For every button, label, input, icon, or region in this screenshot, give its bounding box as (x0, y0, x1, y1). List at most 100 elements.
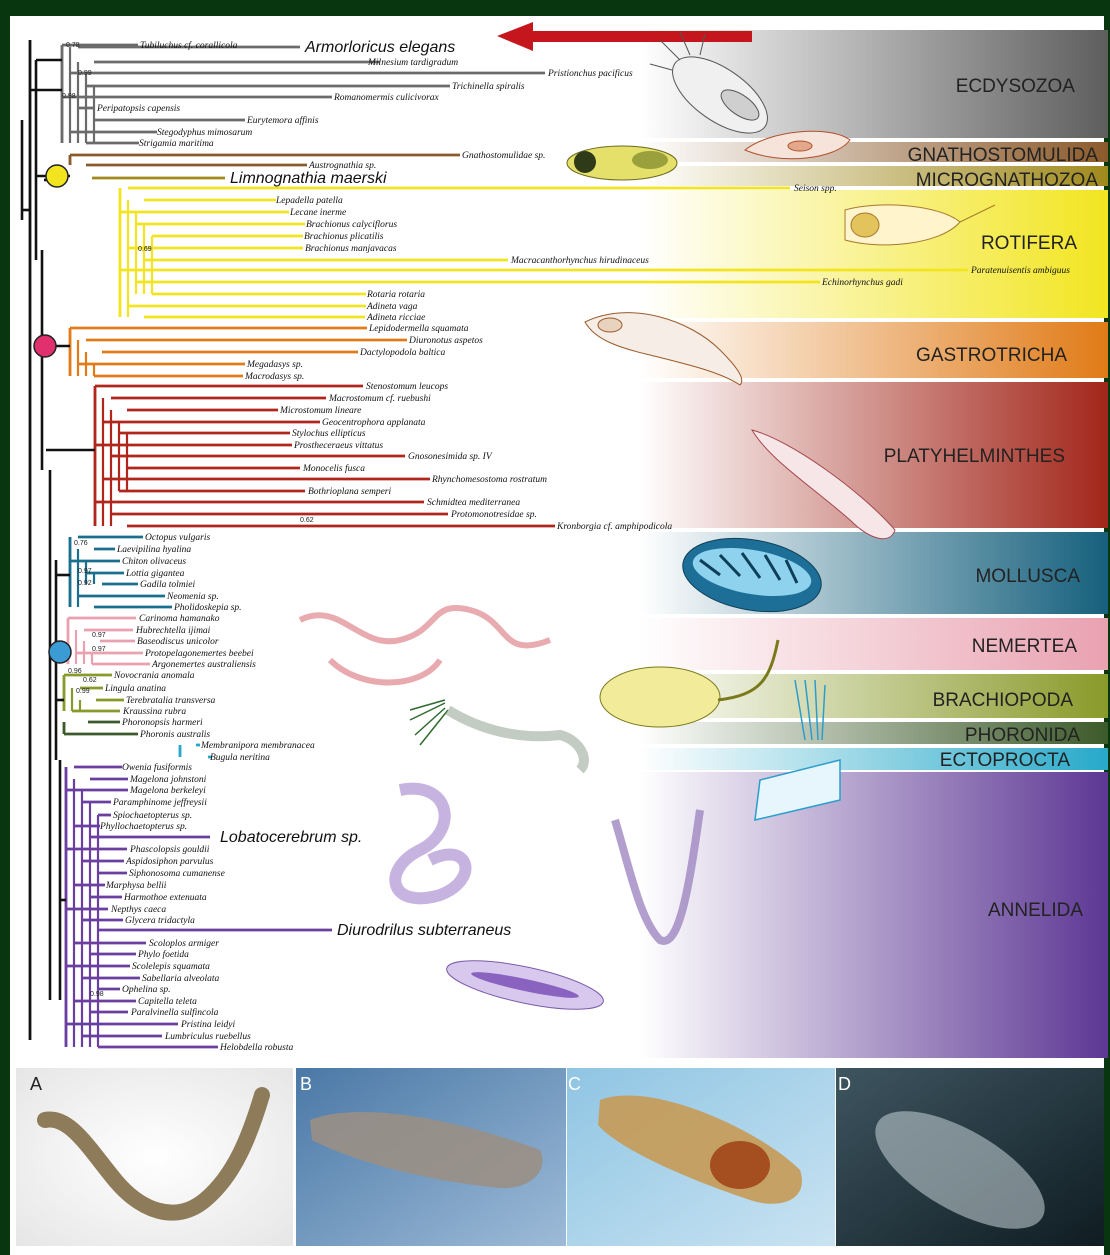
taxon-label: Romanomermis culicivorax (333, 93, 440, 103)
taxon-label: Seison spp. (794, 184, 837, 194)
taxon-label: Milnesium tardigradum (367, 58, 458, 68)
taxon-label: Gnosonesimida sp. IV (408, 452, 493, 462)
taxon-label: Phoronopsis harmeri (121, 718, 203, 728)
taxon-label: Phoronis australis (139, 730, 210, 740)
taxon-label: Monocelis fusca (302, 463, 365, 474)
taxon-label: Rotaria rotaria (366, 290, 425, 300)
taxon-label: Membranipora membranacea (200, 741, 315, 751)
taxon-label: Strigamia maritima (139, 139, 214, 149)
clade-label-ectoprocta: ECTOPROCTA (940, 750, 1071, 771)
taxon-label: Harmothoe extenuata (123, 893, 207, 903)
taxon-label: Pholidoskepia sp. (173, 603, 242, 613)
support-value: 0.97 (92, 646, 106, 653)
taxon-label: Trichinella spiralis (452, 82, 525, 92)
taxon-label: Phyllochaetopterus sp. (99, 822, 187, 832)
support-value: 0.99 (76, 688, 90, 695)
taxon-label: Scoloplos armiger (149, 939, 219, 949)
taxon-label: Bothrioplana semperi (308, 487, 391, 497)
taxon-label: Echinorhynchus gadi (821, 278, 903, 288)
taxon-label: Octopus vulgaris (145, 533, 210, 543)
taxon-label: Owenia fusiformis (122, 762, 192, 773)
taxon-label: Baseodiscus unicolor (137, 637, 219, 647)
diurodrilus-illustration (443, 951, 607, 1019)
taxon-label: Magelona johnstoni (129, 775, 207, 785)
taxon-label: Dactylopodola baltica (359, 348, 445, 358)
taxon-label: Kronborgia cf. amphipodicola (556, 521, 672, 532)
taxon-label: Brachionus calyciflorus (306, 219, 397, 230)
taxon-label: Brachionus manjavacas (305, 244, 397, 254)
taxon-label: Megadasys sp. (246, 360, 303, 370)
taxon-label: Glycera tridactyla (125, 916, 195, 926)
support-value: 0.98 (62, 93, 76, 100)
photo-c-gut (710, 1141, 770, 1189)
support-value: 0.97 (92, 632, 106, 639)
clade-label-gastrotricha: GASTROTRICHA (916, 345, 1067, 366)
taxon-label: Adineta ricciae (366, 313, 425, 323)
taxon-label: Helobdella robusta (219, 1043, 294, 1053)
taxon-label: Lottia gigantea (125, 569, 185, 579)
support-value: 0.98 (90, 991, 104, 998)
taxon-label: Schmidtea mediterranea (427, 498, 520, 508)
photo-panel-a (16, 1068, 293, 1246)
taxon-label: Hubrechtella ijimai (135, 626, 211, 636)
taxon-label: Gnathostomulidae sp. (462, 151, 545, 161)
taxon-label: Lingula anatina (104, 684, 166, 694)
taxon-label: Macrodasys sp. (244, 372, 304, 382)
clade-label-nemertea: NEMERTEA (972, 636, 1078, 657)
lobatocerebrum-illustration (395, 789, 465, 899)
taxon-label: Marphysa bellii (105, 881, 167, 891)
taxon-label: Argonemertes australiensis (151, 660, 256, 670)
taxon-label: Stylochus ellipticus (292, 429, 366, 439)
taxon-label: Novocrania anomala (113, 671, 195, 681)
nemertean-illustration (300, 608, 550, 683)
clade-label-phoronida: PHORONIDA (965, 725, 1080, 746)
clade-label-annelida: ANNELIDA (988, 900, 1083, 921)
node-markers (34, 165, 71, 663)
taxon-label: Tubiluchus cf. corallicola (140, 40, 238, 51)
taxon-label: Diuronotus aspetos (408, 336, 483, 346)
taxon-label: Limnognathia maerski (230, 170, 387, 187)
taxon-label: Brachionus plicatilis (304, 232, 384, 242)
support-value: 0.78 (66, 42, 80, 49)
clade-label-mollusca: MOLLUSCA (975, 566, 1080, 587)
support-value: 0.96 (68, 668, 82, 675)
support-value: 0.69 (138, 246, 152, 253)
taxon-label: Lepadella patella (275, 196, 343, 206)
taxon-label: Macracanthorhynchus hirudinaceus (510, 256, 649, 266)
taxon-label: Stenostomum leucops (366, 382, 448, 392)
photo-label-a: A (30, 1074, 42, 1094)
taxon-label: Paratenuisentis ambiguus (970, 266, 1070, 276)
taxon-label: Paramphinome jeffreysii (112, 797, 207, 808)
taxon-label: Ophelina sp. (122, 985, 171, 995)
clade-label-brachiopoda: BRACHIOPODA (933, 690, 1074, 711)
photo-label-d: D (838, 1074, 851, 1094)
taxon-label: Terebratalia transversa (126, 696, 216, 706)
taxon-label: Prostheceraeus vittatus (293, 441, 383, 451)
taxon-label: Kraussina rubra (122, 707, 186, 717)
taxon-label: Capitella teleta (138, 997, 197, 1007)
taxon-label: Scolelepis squamata (132, 962, 210, 972)
node-marker-l (49, 641, 71, 663)
taxon-label: Protomonotresidae sp. (450, 510, 537, 520)
gnathostomulid-illustration (567, 146, 677, 180)
taxon-label: Phylo foetida (137, 949, 189, 960)
taxon-label: Carinoma hamanako (139, 614, 220, 624)
clade-label-ecdysozoa: ECDYSOZOA (956, 76, 1076, 97)
taxon-label: Rhynchomesostoma rostratum (431, 475, 547, 485)
taxon-label: Pristionchus pacificus (547, 68, 633, 79)
taxon-label: Stegodyphus mimosarum (157, 128, 252, 138)
taxon-label: Nepthys caeca (110, 905, 166, 915)
taxon-label: Sabellaria alveolata (142, 974, 220, 984)
taxon-label: Lecane inerme (289, 208, 346, 218)
taxon-label: Eurytemora affinis (246, 115, 319, 126)
node-marker-s (34, 335, 56, 357)
support-value: 0.99 (78, 70, 92, 77)
taxon-label: Neomenia sp. (166, 592, 219, 602)
taxon-label: Chiton olivaceus (122, 557, 186, 567)
photo-label-b: B (300, 1074, 312, 1094)
support-value: 0.62 (300, 517, 314, 524)
taxon-label: Macrostomum cf. ruebushi (328, 393, 431, 404)
support-value: 0.97 (78, 568, 92, 575)
taxon-label: Laevipilina hyalina (116, 545, 191, 555)
